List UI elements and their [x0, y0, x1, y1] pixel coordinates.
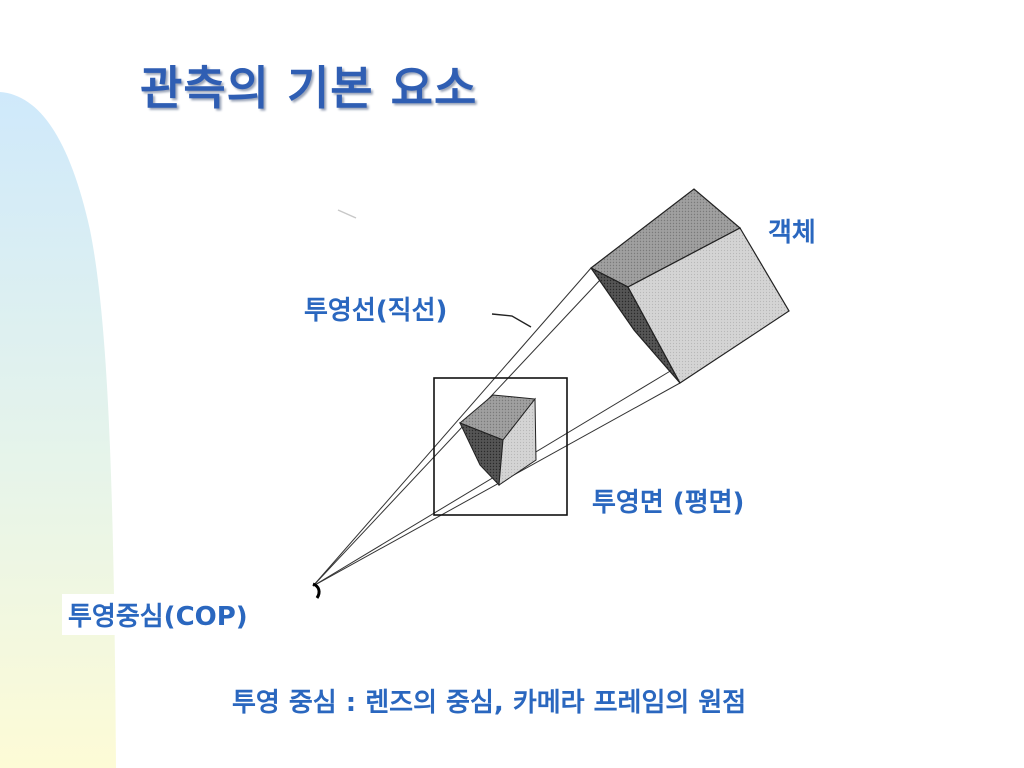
object-cube-front	[627, 227, 790, 384]
projected-cube-front	[498, 397, 537, 487]
projection-plane	[433, 377, 568, 516]
projection-line	[312, 279, 601, 587]
projection-line	[312, 267, 592, 587]
projection-line	[312, 382, 681, 587]
cop-marker	[312, 582, 321, 599]
projected-cube	[459, 394, 537, 487]
slide-title: 관측의 기본 요소	[140, 61, 478, 115]
object-label: 객체	[768, 218, 816, 248]
caption: 투영 중심 : 렌즈의 중심, 카메라 프레임의 원점	[232, 688, 747, 718]
projection-lines	[312, 267, 681, 587]
object-cube	[589, 188, 790, 384]
label-leader-line	[491, 313, 532, 328]
projection-plane-label: 투영면 (평면)	[592, 488, 745, 518]
scan-mark	[337, 209, 357, 219]
projection-line-label: 투영선(직선)	[304, 296, 448, 326]
cop-label: 투영중심(COP)	[62, 594, 254, 635]
